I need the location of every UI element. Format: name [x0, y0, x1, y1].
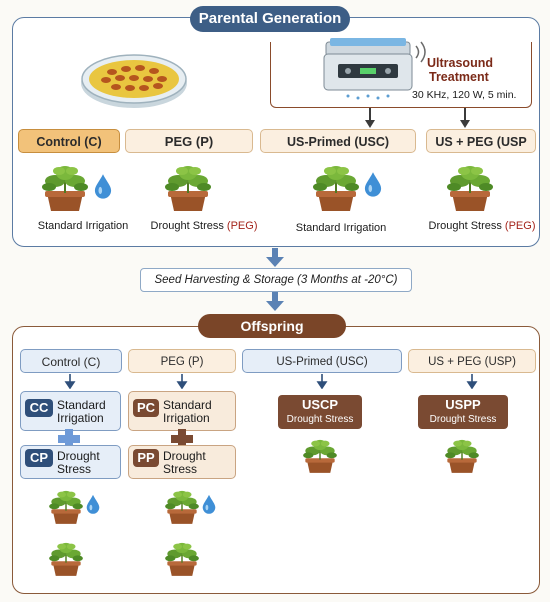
plus-icon — [58, 429, 80, 449]
cp-line1: Drought — [57, 449, 100, 463]
plant-icon — [35, 163, 95, 213]
pp-line1: Drought — [163, 449, 206, 463]
uscp-box: USCP Drought Stress — [278, 395, 362, 429]
ultrasound-title: Ultrasound Treatment — [427, 56, 527, 84]
offspring-header-peg: PEG (P) — [128, 349, 236, 373]
uscp-code: USCP — [301, 397, 339, 412]
pc-line1: Standard — [163, 398, 212, 412]
pp-badge: PP — [133, 449, 159, 467]
offspring-arrows — [64, 374, 478, 389]
cc-line2: Irrigation — [57, 411, 104, 425]
harvest-box: Seed Harvesting & Storage (3 Months at -… — [140, 268, 412, 292]
caption-control: Standard Irrigation — [37, 220, 129, 232]
plant-icon — [44, 488, 88, 526]
down-arrow-icon — [266, 292, 284, 311]
ultrasound-arrows — [365, 108, 470, 128]
offspring-header-usc: US-Primed (USC) — [242, 349, 402, 373]
group-header-peg: PEG (P) — [125, 129, 253, 153]
water-drop-icon — [202, 494, 216, 514]
group-header-control: Control (C) — [18, 129, 120, 153]
caption-usp-suffix: (PEG) — [504, 220, 536, 232]
plant-icon — [298, 437, 342, 475]
group-header-usp: US + PEG (USP — [426, 129, 536, 153]
caption-usp: Drought Stress (PEG) — [418, 220, 546, 232]
water-drop-icon — [364, 171, 382, 197]
parental-title: Parental Generation — [190, 6, 350, 32]
ultrasound-machine-icon — [323, 38, 426, 100]
plant-icon — [306, 163, 366, 213]
plus-icon — [171, 429, 193, 449]
uscp-sub: Drought Stress — [286, 414, 354, 425]
plant-icon — [158, 163, 218, 213]
down-arrow-icon — [266, 248, 284, 267]
cc-line1: Standard — [57, 398, 106, 412]
water-drop-icon — [94, 173, 112, 199]
uspp-sub: Drought Stress — [429, 414, 497, 425]
pc-line2: Irrigation — [163, 411, 210, 425]
caption-peg: Drought Stress (PEG) — [140, 220, 268, 232]
ultrasound-title-line1: Ultrasound — [427, 56, 493, 70]
offspring-title: Offspring — [198, 314, 346, 338]
plant-icon — [160, 488, 204, 526]
pp-line2: Stress — [163, 462, 198, 476]
cp-line2: Stress — [57, 462, 92, 476]
uspp-code: USPP — [445, 397, 481, 412]
ultrasound-title-line2: Treatment — [429, 70, 489, 84]
cp-text: Drought Stress — [57, 450, 100, 476]
ultrasound-params: 30 KHz, 120 W, 5 min. — [412, 89, 517, 101]
pc-badge: PC — [133, 399, 159, 417]
uspp-box: USPP Drought Stress — [418, 395, 508, 429]
offspring-header-control: Control (C) — [20, 349, 122, 373]
plant-icon — [44, 540, 88, 578]
group-header-usc: US-Primed (USC) — [260, 129, 416, 153]
petri-dish-icon — [81, 54, 187, 108]
caption-usp-text: Drought Stress — [428, 220, 505, 232]
cc-text: Standard Irrigation — [57, 399, 106, 425]
caption-peg-suffix: (PEG) — [226, 220, 258, 232]
plant-icon — [160, 540, 204, 578]
cp-badge: CP — [25, 449, 53, 467]
plant-icon — [440, 163, 500, 213]
cc-badge: CC — [25, 399, 53, 417]
water-drop-icon — [86, 494, 100, 514]
plant-icon — [440, 437, 484, 475]
caption-usc: Standard Irrigation — [295, 222, 387, 234]
pp-text: Drought Stress — [163, 450, 206, 476]
caption-peg-text: Drought Stress — [150, 220, 227, 232]
pc-text: Standard Irrigation — [163, 399, 212, 425]
offspring-header-usp: US + PEG (USP) — [408, 349, 536, 373]
